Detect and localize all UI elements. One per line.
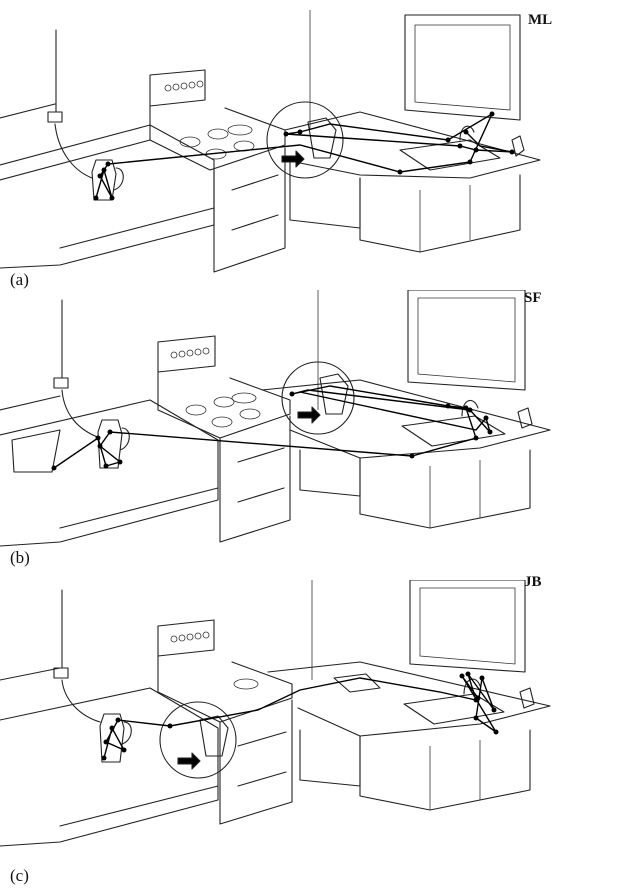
magnifier-circle: [266, 101, 344, 179]
tap-icon: [463, 678, 481, 695]
tap-icon: [459, 125, 475, 141]
panel-label: (b): [10, 548, 30, 567]
participant-label: ML: [528, 12, 553, 28]
bowl-icon: [227, 124, 253, 136]
arrow-icon: [177, 752, 201, 770]
kitchen-scene-c: [0, 580, 551, 847]
kettle-icon: [99, 713, 132, 763]
arrow-icon: [297, 406, 321, 424]
magnifier-circle: [281, 361, 355, 435]
kitchen-scene-a: [0, 10, 541, 273]
panel-c: JB (c): [0, 574, 628, 894]
kettle-icon: [97, 419, 130, 469]
cup-icon: [519, 687, 535, 709]
kitchen-scene-b: [0, 290, 551, 547]
kettle-icon: [91, 159, 124, 201]
cup-icon: [517, 407, 533, 429]
panel-label: (c): [10, 866, 29, 885]
bowl-icon: [233, 678, 259, 690]
panel-label: (a): [10, 270, 29, 289]
participant-label: SF: [524, 290, 542, 306]
magnifier-circle: [159, 701, 237, 779]
tap-icon: [461, 399, 479, 417]
arrow-icon: [281, 150, 305, 168]
bowl-icon: [231, 392, 257, 404]
panel-a: ML (a): [0, 0, 628, 290]
cup-icon: [511, 135, 525, 157]
socket-icon: [47, 111, 63, 123]
panel-b: SF (b): [0, 290, 628, 580]
socket-icon: [53, 377, 69, 389]
socket-icon: [53, 667, 69, 679]
participant-label: JB: [524, 574, 542, 590]
